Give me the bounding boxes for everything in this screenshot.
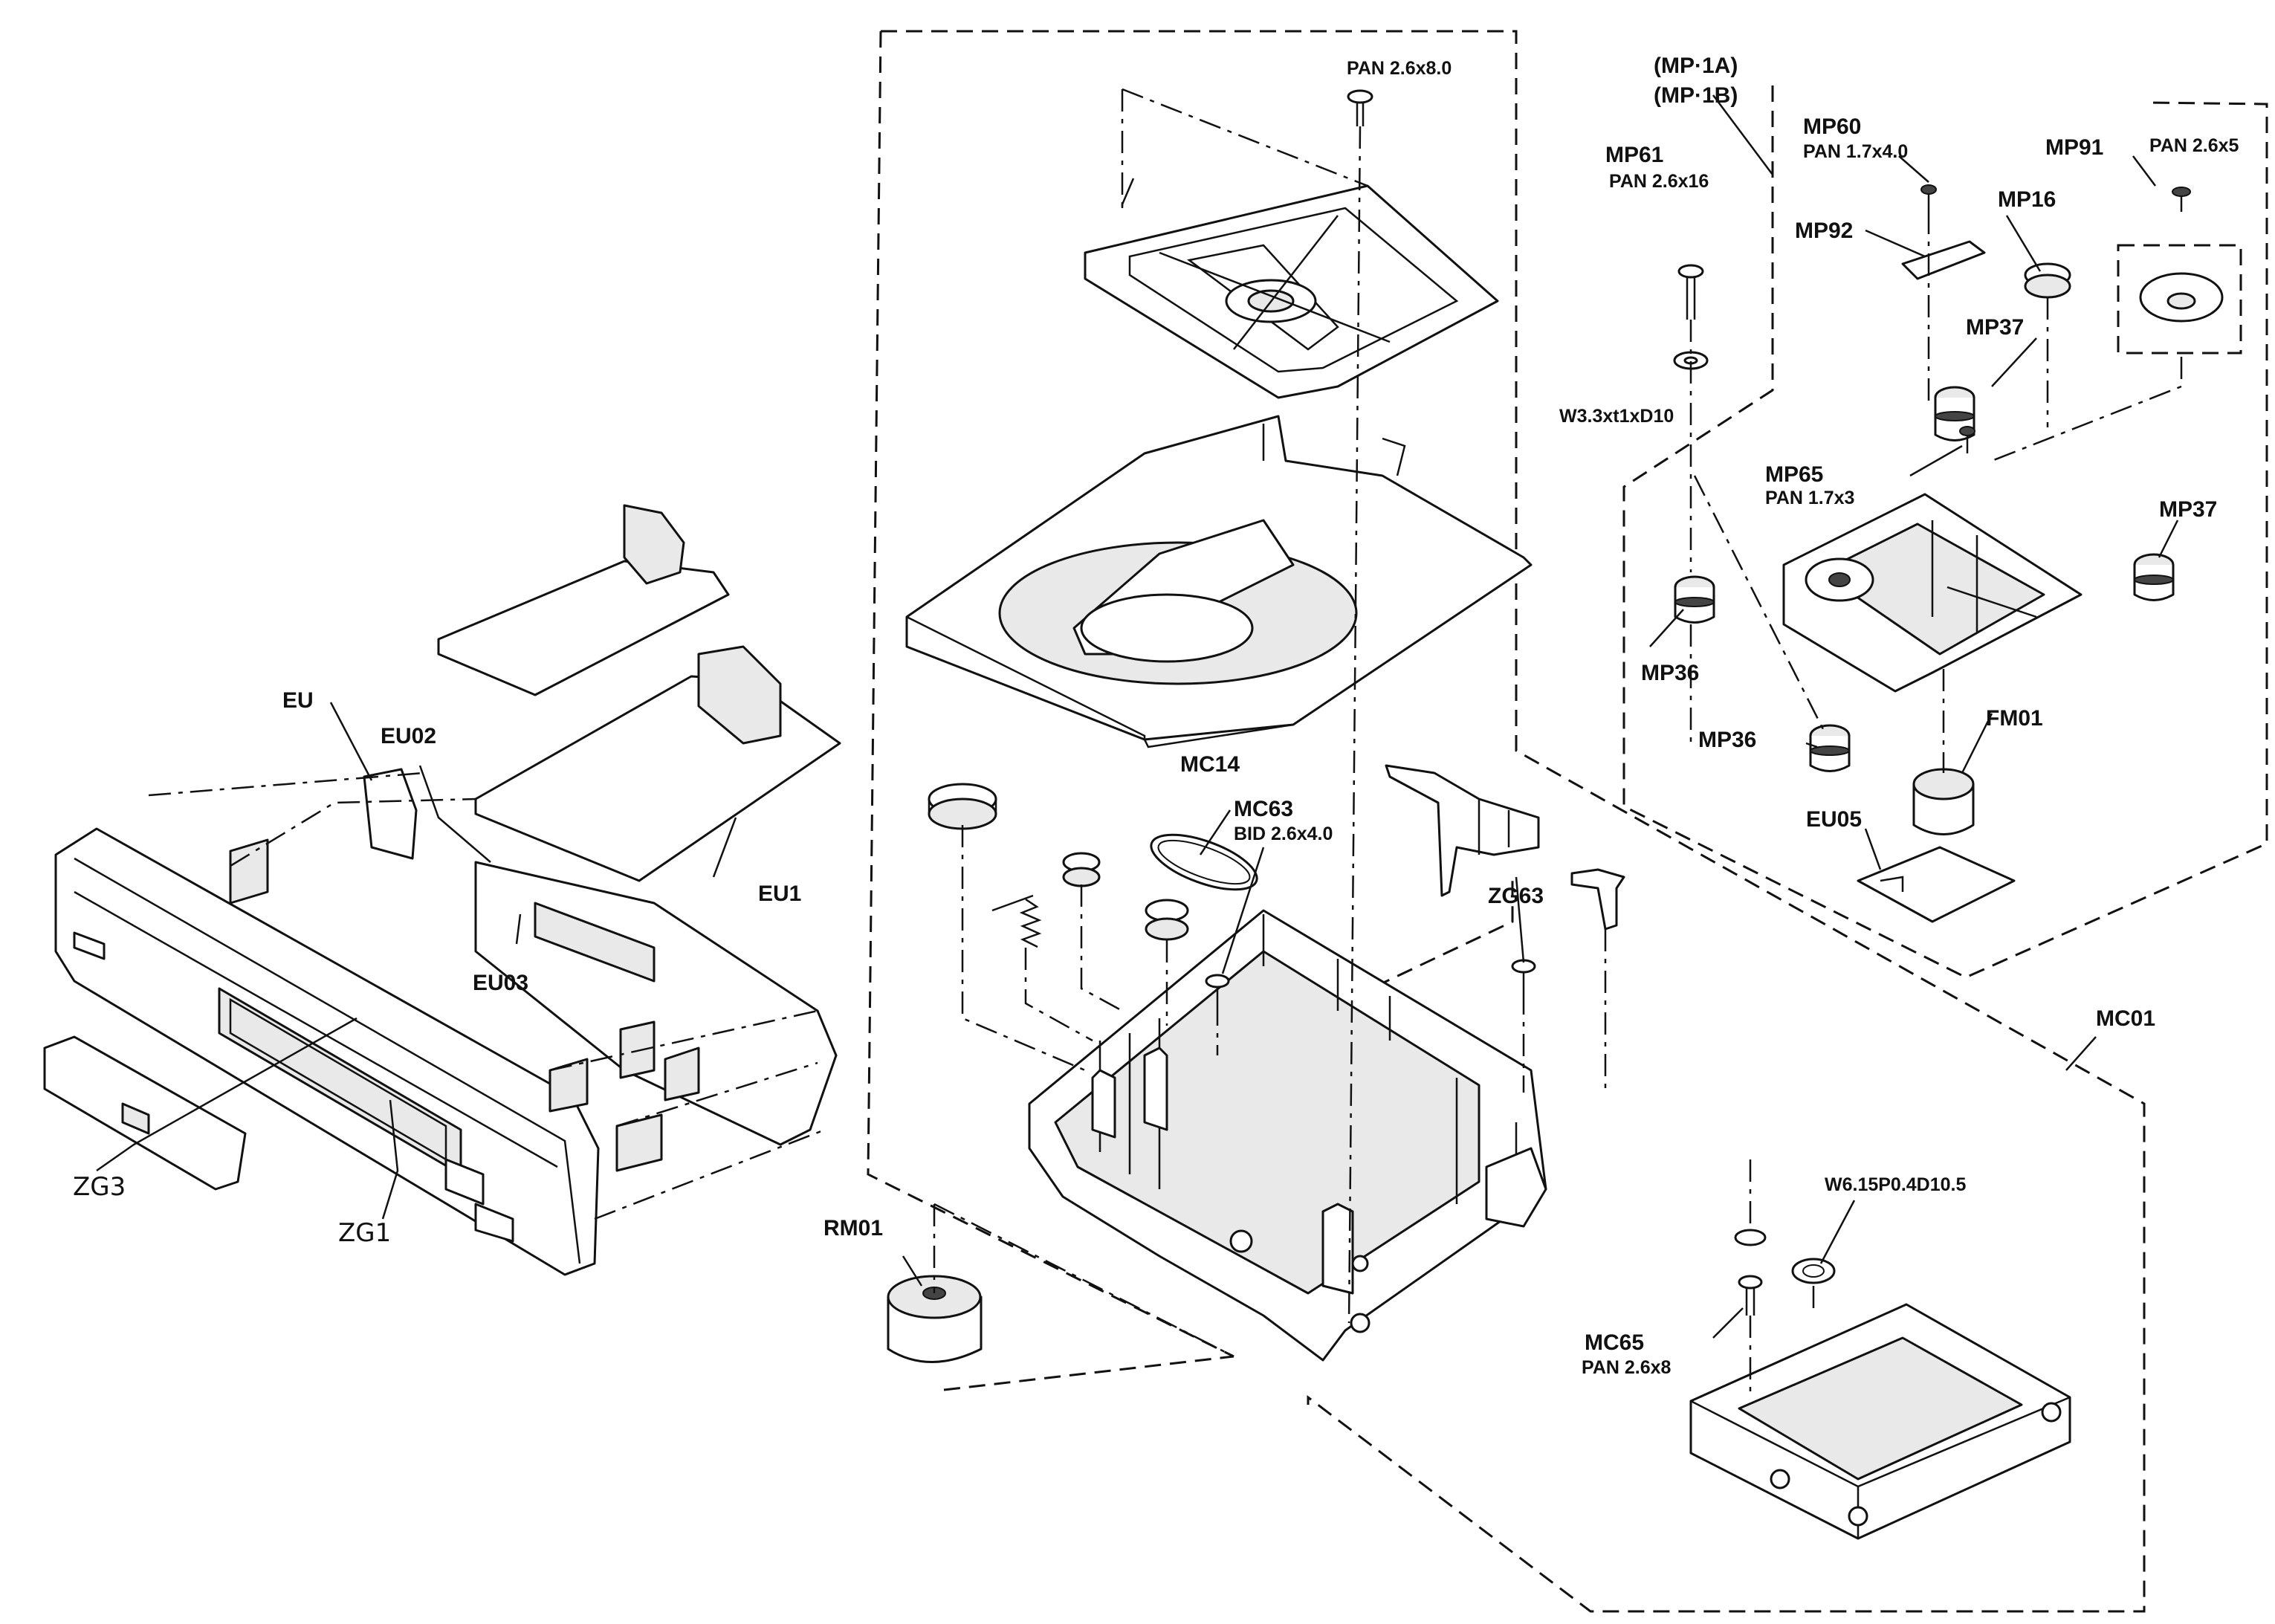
screw-mp91	[2172, 187, 2191, 212]
eu05-board	[1857, 846, 2016, 923]
part-labels: PAN 2.6x8.0 (MP·1A) (MP·1B) MP60 PAN 1.7…	[73, 54, 2239, 1378]
label-mc63: MC63	[1234, 797, 1293, 821]
label-mp37-a: MP37	[1966, 315, 2024, 340]
screw-zg63	[1511, 959, 1536, 992]
display-window-zg3	[43, 1035, 247, 1191]
label-pan-mp91: PAN 2.6x5	[2149, 135, 2239, 156]
label-mc65: MC65	[1585, 1330, 1644, 1355]
leader-lines	[96, 94, 2179, 1339]
label-mp01b: (MP·1B)	[1654, 83, 1738, 108]
label-mp60: MP60	[1803, 114, 1861, 139]
board-eu02	[437, 504, 730, 696]
mechanism-group-boundary	[867, 30, 2146, 1613]
label-mp61: MP61	[1605, 143, 1663, 167]
label-pan-top: PAN 2.6x8.0	[1347, 58, 1452, 79]
label-mc65-screw: PAN 2.6x8	[1582, 1357, 1672, 1378]
screw-mp65	[1959, 426, 1975, 453]
mp92-rack	[1901, 240, 1986, 280]
label-fm01: FM01	[1986, 706, 2043, 731]
drive-belt	[1150, 833, 1258, 891]
front-panel-zg1	[54, 827, 600, 1276]
label-eu02: EU02	[381, 724, 436, 748]
screw-mp61	[1677, 264, 1704, 320]
mp16-gear	[2024, 262, 2071, 299]
screw-mc65	[1738, 1275, 1763, 1316]
rm01-motor	[887, 1275, 983, 1363]
label-mc01: MC01	[2096, 1006, 2155, 1031]
pulley-gear	[1145, 899, 1189, 941]
label-mp36-a: MP36	[1641, 661, 1699, 685]
washer-w615	[1791, 1258, 1836, 1284]
traverse-group-boundary	[1622, 85, 2268, 979]
label-mp01a: (MP·1A)	[1654, 54, 1738, 78]
label-zg63: ZG63	[1488, 884, 1544, 908]
label-eu05: EU05	[1806, 807, 1862, 832]
disc-tray-top	[1084, 178, 1499, 399]
label-mp91: MP91	[2045, 135, 2103, 160]
label-mp36-b: MP36	[1698, 728, 1756, 752]
front-buttons	[229, 838, 700, 1172]
zg63-bracket	[1570, 868, 1625, 931]
screw-mp60	[1920, 184, 1937, 212]
label-mp16: MP16	[1998, 187, 2056, 212]
alignment-lines	[148, 88, 2183, 1397]
label-mp60-screw: PAN 1.7x4.0	[1803, 141, 1908, 162]
board-eu1	[474, 645, 841, 882]
board-eu-small	[363, 768, 418, 860]
label-eu1: EU1	[758, 881, 801, 906]
label-zg1: ZG1	[338, 1218, 391, 1248]
disc-tray	[905, 415, 1533, 748]
label-eu-partial: EU	[282, 688, 314, 713]
main-chassis	[1028, 909, 1547, 1362]
label-eu03: EU03	[473, 971, 528, 995]
damper-mp36-b	[1809, 724, 1851, 772]
spring	[991, 894, 1042, 948]
washer-mc65	[1734, 1229, 1767, 1246]
label-rm01: RM01	[823, 1216, 883, 1240]
damper-mp37-b	[2133, 553, 2175, 601]
label-mp61-screw: PAN 2.6x16	[1609, 171, 1709, 192]
mp91-dashed-box	[2117, 244, 2242, 355]
label-zg3: ZG3	[73, 1172, 126, 1202]
label-mp37-b: MP37	[2159, 497, 2217, 522]
screw-mc63	[1205, 974, 1230, 1003]
label-w33: W3.3xt1xD10	[1559, 406, 1674, 427]
label-mp92: MP92	[1795, 219, 1853, 243]
gear-large	[928, 783, 997, 830]
mp91-turntable	[2139, 272, 2224, 323]
damper-mp37-a	[1934, 386, 1975, 441]
traverse-base	[1782, 493, 2083, 693]
sub-chassis-frame	[1689, 1303, 2071, 1540]
loading-lever	[1385, 764, 1540, 897]
board-eu03	[474, 861, 838, 1146]
gear-small	[1062, 852, 1101, 887]
label-mp65-screw: PAN 1.7x3	[1765, 488, 1854, 508]
label-w615: W6.15P0.4D10.5	[1825, 1174, 1966, 1195]
label-mc63-screw: BID 2.6x4.0	[1234, 824, 1333, 844]
label-mp65: MP65	[1765, 462, 1823, 487]
damper-mp36-a	[1674, 575, 1715, 624]
label-mc14: MC14	[1180, 752, 1240, 777]
fm01-motor	[1912, 768, 1975, 835]
screw-pan-top	[1347, 89, 1373, 126]
